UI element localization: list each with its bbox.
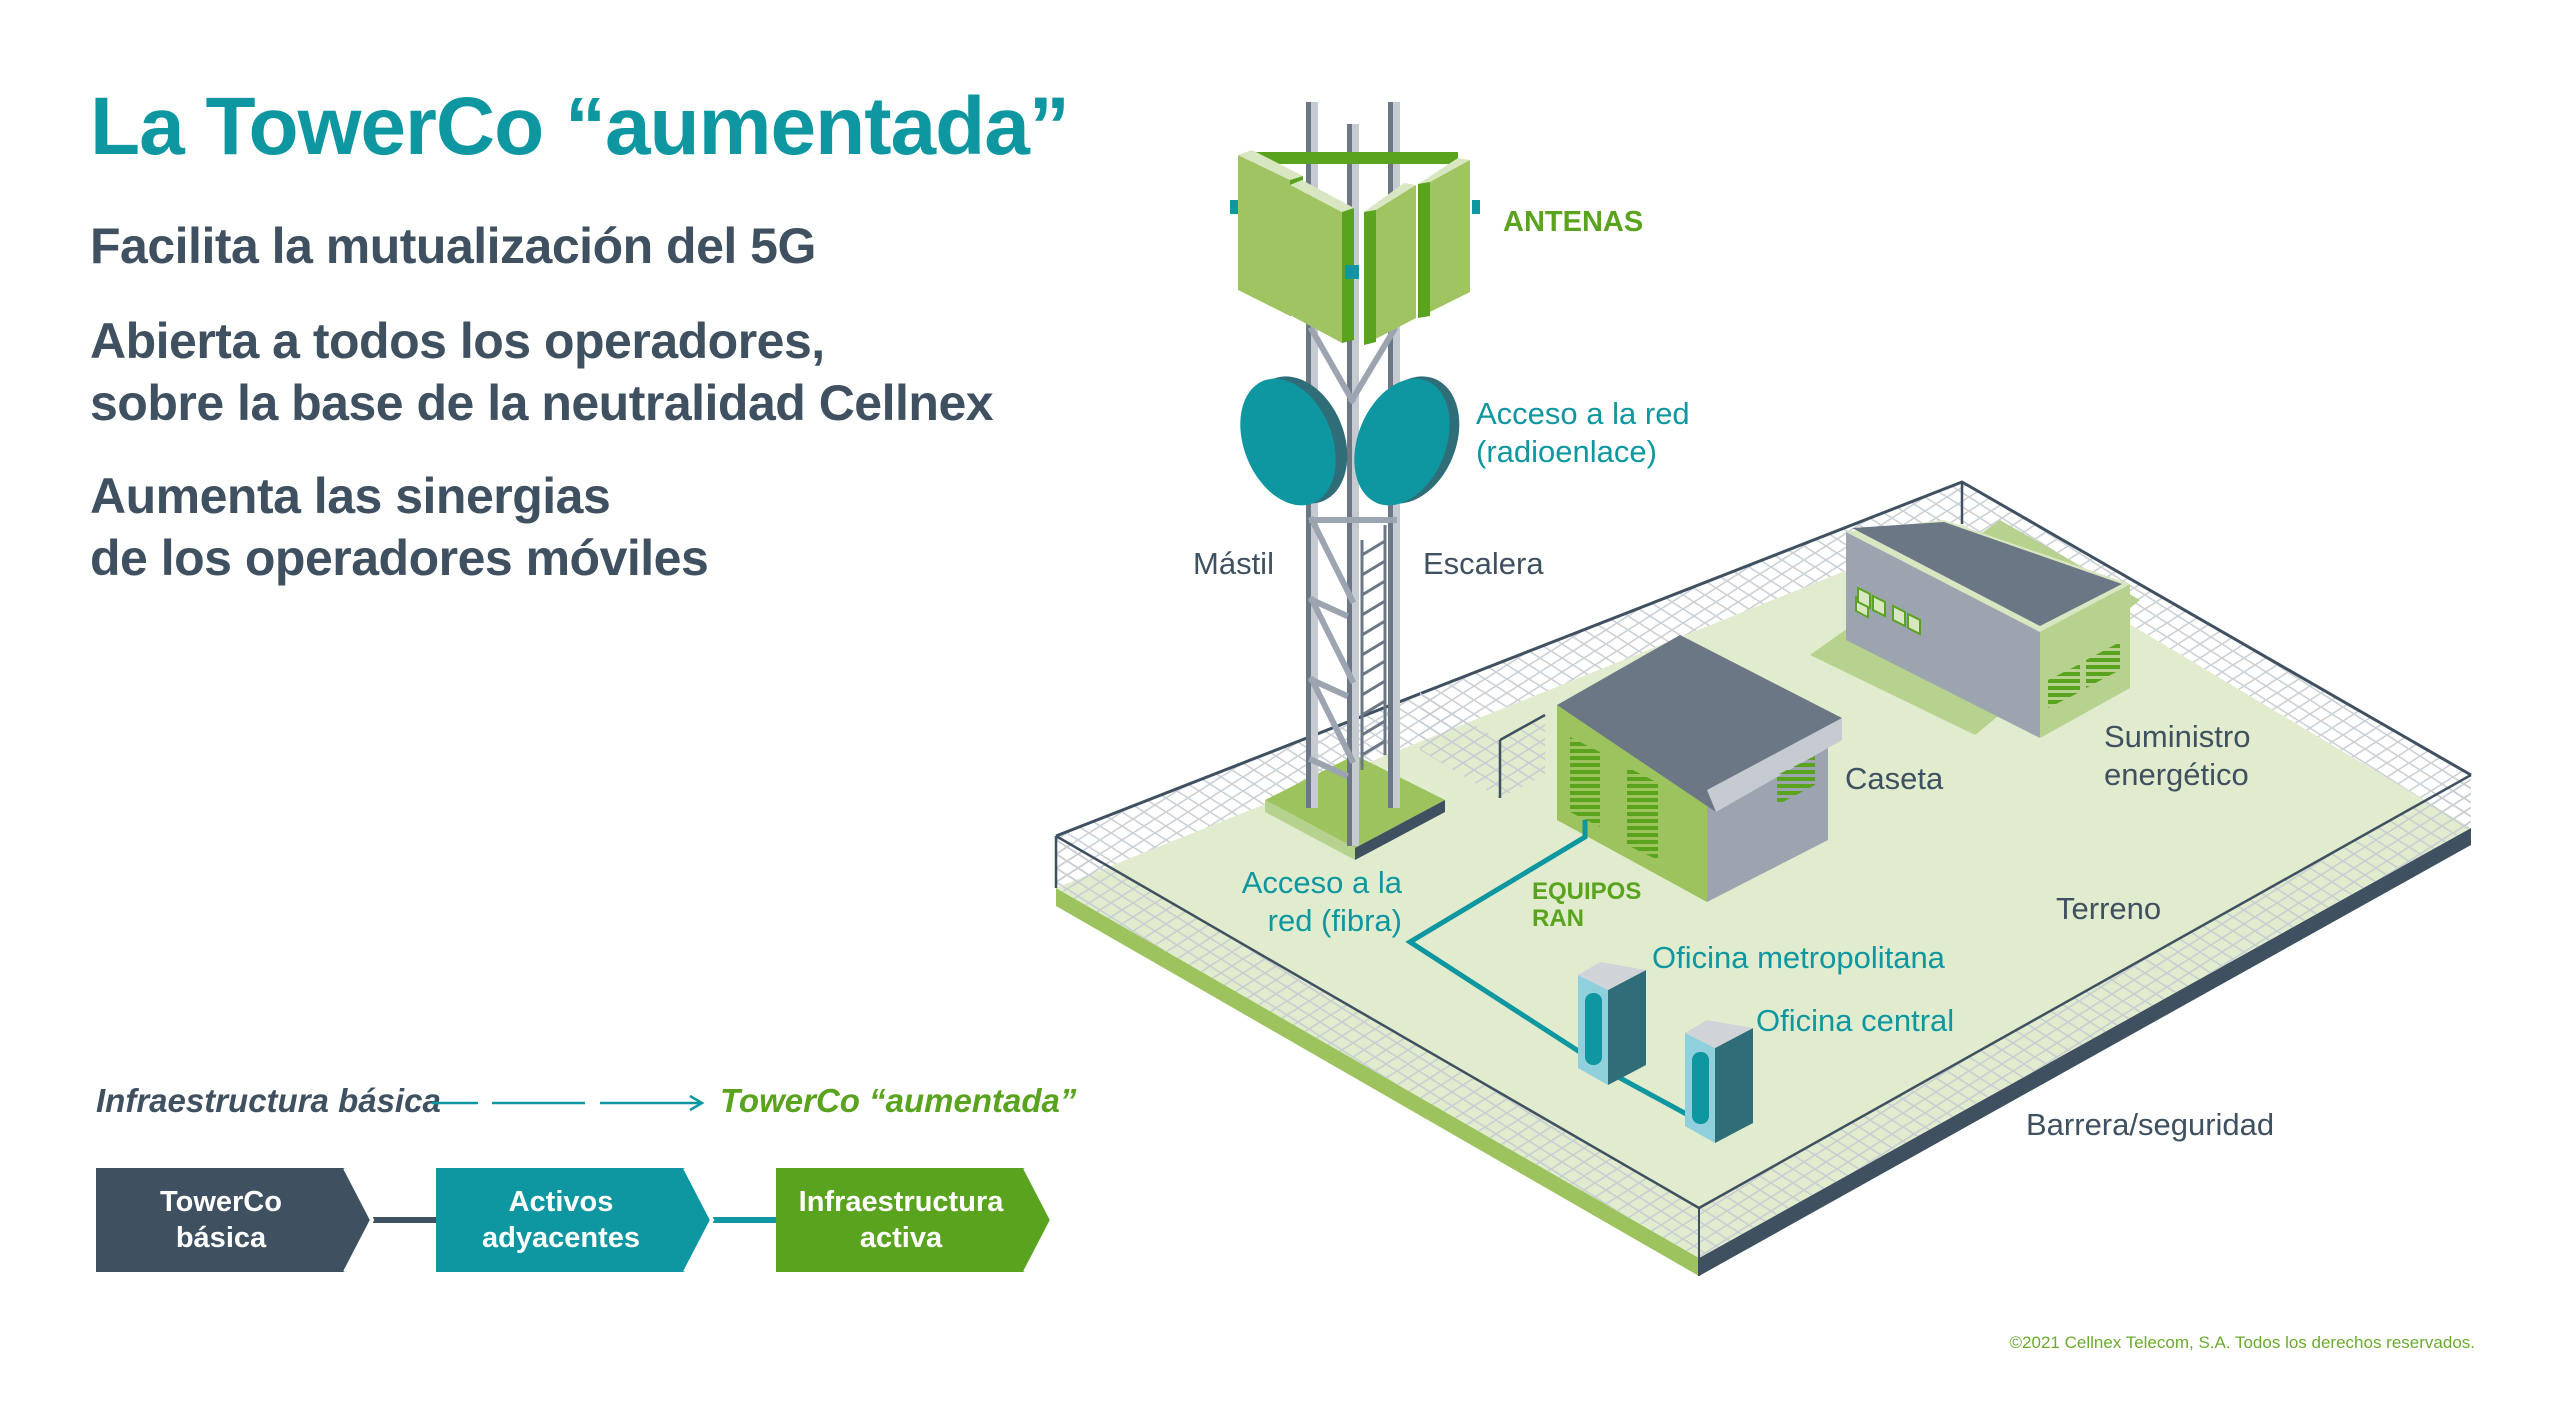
label-line: energético [2104, 757, 2249, 792]
stage-line: Activos [508, 1186, 614, 1218]
label-barrier: Barrera/seguridad [2026, 1107, 2275, 1142]
label-line: red (fibra) [1267, 903, 1402, 938]
central-office-cabinet [1685, 1020, 1753, 1143]
label-shelter: Caseta [1845, 761, 1944, 796]
stage-infraestructura-activa: Infraestructura activa [776, 1168, 1026, 1272]
antenna-array [1230, 150, 1480, 345]
label-line: Suministro [2104, 719, 2251, 754]
label-ladder: Escalera [1423, 546, 1544, 581]
label-antennas: ANTENAS [1503, 206, 1644, 238]
bullet-mutualization: Facilita la mutualización del 5G [90, 215, 816, 277]
label-line: Acceso a la [1241, 865, 1402, 900]
bullet-line: sobre la base de la neutralidad Cellnex [90, 375, 994, 431]
label-fiber-access: Acceso a la red (fibra) [1240, 864, 1402, 940]
stage-line: adyacentes [482, 1222, 640, 1254]
stage-activos-adyacentes: Activos adyacentes [436, 1168, 686, 1272]
power-supply-building [1810, 520, 2140, 738]
bullet-line: de los operadores móviles [90, 530, 709, 586]
bullet-line: Aumenta las sinergias [90, 468, 611, 524]
label-ground: Terreno [2056, 891, 2162, 926]
stage-line: básica [175, 1222, 267, 1254]
bullet-line: Facilita la mutualización del 5G [90, 218, 816, 274]
metro-office-cabinet [1578, 962, 1646, 1085]
label-power-supply: Suministro energético [2104, 718, 2250, 794]
shelter-building [1557, 635, 1842, 902]
label-line: (radioenlace) [1476, 434, 1657, 469]
label-line: RAN [1532, 905, 1584, 932]
label-mast: Mástil [1193, 546, 1274, 581]
label-central-office: Oficina central [1756, 1003, 1955, 1038]
progression-from-label: Infraestructura básica [96, 1082, 441, 1119]
bullet-synergies: Aumenta las sinergias de los operadores … [90, 465, 709, 589]
progression-to-label: TowerCo “aumentada” [720, 1082, 1077, 1119]
label-line: Acceso a la red [1476, 396, 1690, 431]
bullet-line: Abierta a todos los operadores, [90, 313, 825, 369]
label-radio-access: Acceso a la red (radioenlace) [1476, 395, 1690, 471]
ground-slab [1056, 828, 2471, 1276]
label-metro-office: Oficina metropolitana [1652, 940, 1945, 975]
stage-line: activa [859, 1222, 943, 1254]
label-ran-equipment: EQUIPOS RAN [1532, 878, 1641, 932]
ladder [1360, 525, 1387, 770]
front-fence [1054, 773, 2472, 1276]
page-title: La TowerCo “aumentada” [90, 81, 1070, 172]
label-line: EQUIPOS [1532, 878, 1642, 905]
stage-towerco-basica: TowerCo básica [96, 1168, 346, 1272]
microwave-dishes [1240, 376, 1460, 506]
copyright-notice: ©2021 Cellnex Telecom, S.A. Todos los de… [2009, 1333, 2475, 1352]
stage-line: TowerCo [160, 1186, 282, 1218]
bullet-open-operators: Abierta a todos los operadores, sobre la… [90, 310, 994, 434]
stage-line: Infraestructura [798, 1186, 1004, 1218]
fiber-cable [1405, 820, 1692, 1119]
